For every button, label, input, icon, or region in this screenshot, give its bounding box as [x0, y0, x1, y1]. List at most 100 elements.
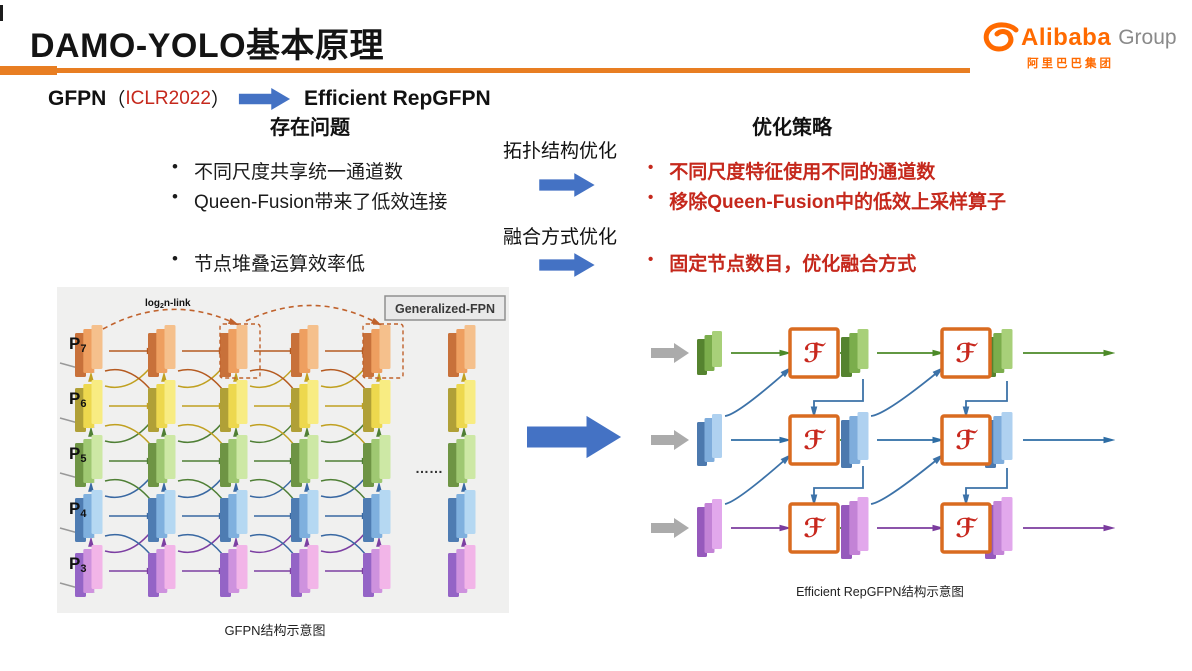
strategies-heading: 优化策略	[752, 117, 832, 139]
legend-label: Generalized-FPN	[395, 302, 495, 316]
intro-line: GFPN （ ICLR2022 ） Efficient RepGFPN	[48, 85, 491, 112]
strategy-item: • 移除Queen-Fusion中的低效上采样算子	[648, 187, 1006, 214]
paren-open: （	[106, 90, 126, 111]
row-label: P3	[69, 554, 86, 575]
feature-block	[75, 380, 103, 432]
feature-block	[291, 490, 319, 542]
problem-item: • 不同尺度共享统一通道数	[172, 157, 403, 184]
transform-arrow-icon	[539, 173, 595, 197]
big-arrow-icon	[527, 415, 622, 459]
legend-box	[384, 295, 506, 321]
title-underline	[0, 68, 970, 73]
result-label: Efficient RepGFPN	[303, 86, 491, 110]
bullet-icon: •	[172, 249, 178, 268]
feature-block	[363, 490, 391, 542]
paren-close: ）	[210, 90, 230, 111]
edge-mark	[0, 5, 3, 21]
alibaba-logo: Alibaba Group 阿里巴巴集团	[983, 22, 1183, 71]
logo-brand: Alibaba	[1021, 24, 1112, 51]
feature-block	[448, 325, 476, 377]
row-label: P6	[69, 389, 86, 410]
feature-block	[148, 545, 176, 597]
feature-block	[448, 545, 476, 597]
feature-block	[75, 545, 103, 597]
feature-block	[448, 490, 476, 542]
fusion-label: ℱ	[956, 514, 979, 544]
feature-block	[220, 490, 248, 542]
problem-text: Queen-Fusion带来了低效连接	[193, 192, 448, 213]
title-underline-accent	[0, 66, 57, 75]
bullet-icon: •	[172, 157, 178, 176]
feature-block	[697, 414, 722, 466]
feature-block	[220, 545, 248, 597]
fusion-box	[788, 414, 840, 466]
feature-block	[841, 412, 869, 468]
problem-item: • Queen-Fusion带来了低效连接	[172, 187, 447, 214]
strategy-item: • 不同尺度特征使用不同的通道数	[648, 157, 935, 184]
feature-block	[363, 380, 391, 432]
feature-block	[291, 545, 319, 597]
bullet-icon: •	[648, 159, 654, 176]
gfpn-caption: GFPN结构示意图	[224, 623, 326, 638]
feature-block	[697, 331, 722, 375]
venue-label: ICLR2022	[125, 87, 211, 109]
row-label: P7	[69, 334, 86, 355]
right-arrow-icon	[238, 87, 290, 110]
feature-block	[220, 325, 248, 377]
problem-item: • 节点堆叠运算效率低	[172, 249, 365, 276]
transform-arrow-icon	[539, 253, 595, 277]
input-arrow-icon	[651, 343, 689, 363]
feature-block	[148, 380, 176, 432]
ellipsis-label: ……	[415, 460, 443, 476]
bullet-icon: •	[648, 189, 654, 206]
log2n-link-label: log2n-link	[145, 298, 191, 310]
strategy-text: 不同尺度特征使用不同的通道数	[669, 162, 936, 183]
input-arrow-icon	[651, 518, 689, 538]
bullet-icon: •	[648, 251, 654, 268]
feature-block	[448, 435, 476, 487]
strategy-text: 移除Queen-Fusion中的低效上采样算子	[669, 192, 1006, 213]
transform-label-topology: 拓扑结构优化	[503, 141, 618, 162]
feature-block	[291, 435, 319, 487]
problem-text: 不同尺度共享统一通道数	[193, 162, 403, 183]
feature-block	[291, 325, 319, 377]
feature-block	[841, 329, 869, 377]
feature-block	[291, 380, 319, 432]
feature-block	[448, 380, 476, 432]
fusion-box	[940, 327, 992, 379]
feature-block	[148, 325, 176, 377]
feature-block	[363, 325, 391, 377]
fusion-box	[788, 502, 840, 554]
strategy-item: • 固定节点数目，优化融合方式	[648, 249, 916, 276]
feature-block	[841, 497, 869, 559]
feature-block	[363, 435, 391, 487]
feature-block	[363, 545, 391, 597]
transform-label-fusion: 融合方式优化	[503, 227, 618, 248]
repgfpn-caption: Efficient RepGFPN结构示意图	[796, 585, 964, 599]
fusion-box	[788, 327, 840, 379]
bullet-icon: •	[172, 187, 178, 206]
feature-block	[75, 325, 103, 377]
alibaba-mark-icon	[983, 22, 1019, 52]
fusion-box	[940, 414, 992, 466]
feature-block	[148, 435, 176, 487]
feature-block	[148, 490, 176, 542]
fusion-label: ℱ	[804, 339, 827, 369]
feature-block	[697, 499, 722, 557]
row-label: P5	[69, 444, 86, 465]
page-title: DAMO-YOLO基本原理	[30, 27, 385, 65]
input-arrow-icon	[651, 430, 689, 450]
fusion-label: ℱ	[956, 339, 979, 369]
feature-block	[75, 435, 103, 487]
row-label: P4	[69, 499, 87, 520]
feature-block	[220, 380, 248, 432]
fusion-label: ℱ	[804, 426, 827, 456]
problem-text: 节点堆叠运算效率低	[193, 254, 365, 275]
